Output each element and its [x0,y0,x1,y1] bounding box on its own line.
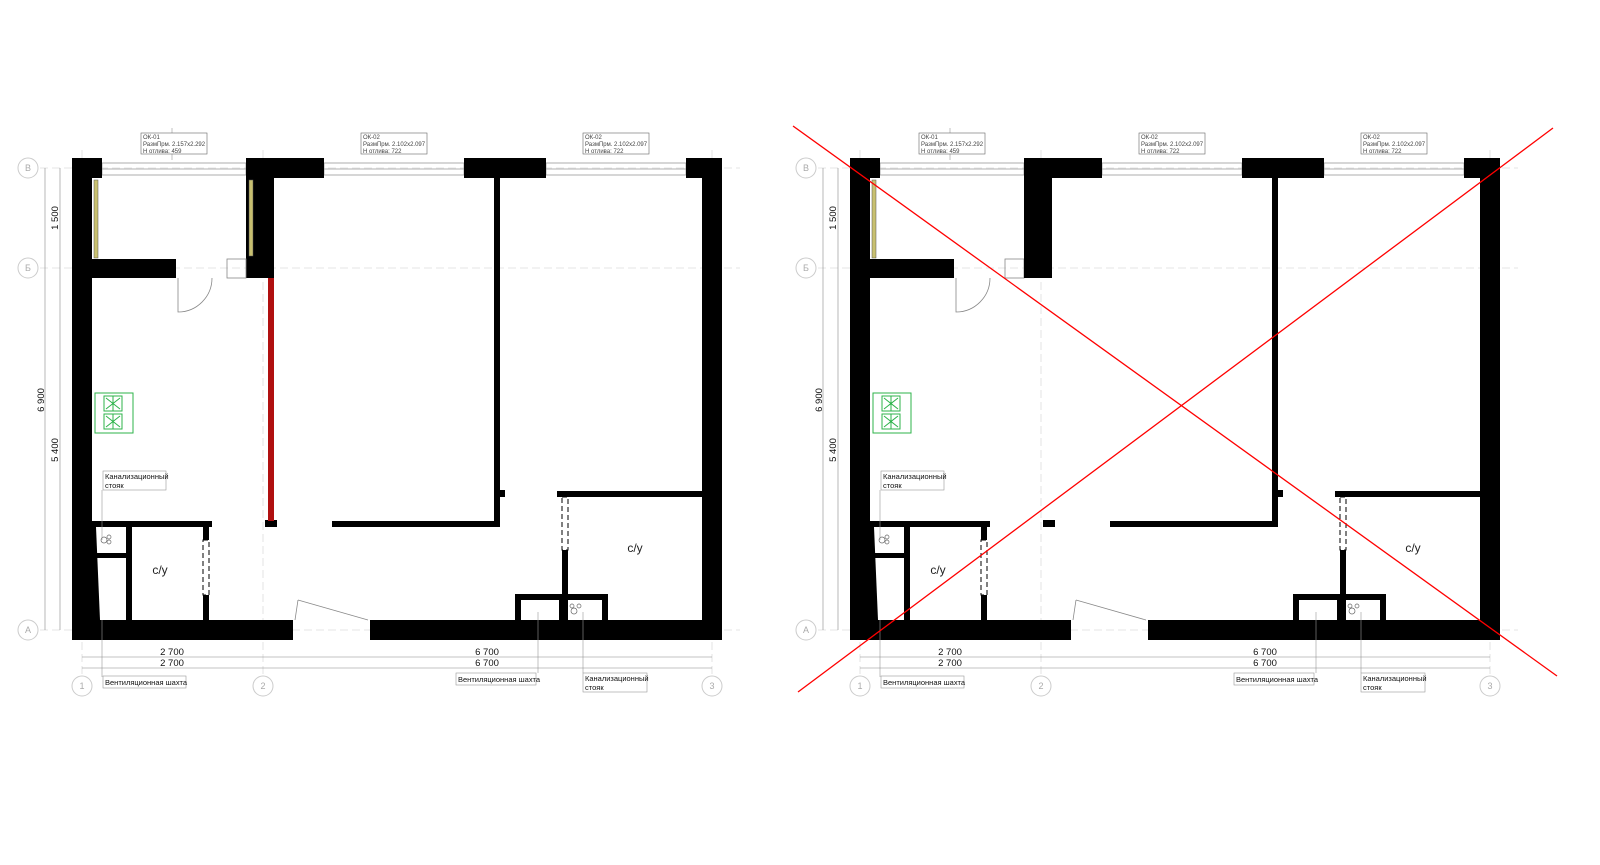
sewer-riser-label: стояк [883,481,902,490]
sewer-riser-label: стояк [1363,683,1382,692]
window-mark: ОК-01 [143,135,160,141]
sewer-riser-label: Канализационный [883,472,947,481]
grid-label-3: 3 [1487,681,1492,691]
window-sill: Н отлива: 459 [921,149,960,155]
grid-markers: В Б А 1 2 3 [17,157,723,697]
vent-shaft-label: Вентиляционная шахта [458,675,541,684]
window-tags: ОК-01 РазмПрм. 2.157x2.292 Н отлива: 459… [140,132,650,155]
bathroom-label: с/у [1405,541,1420,555]
grid-label-3: 3 [709,681,714,691]
window-mark: ОК-02 [1363,135,1380,141]
window-mark: ОК-02 [585,135,602,141]
dim-2700: 2 700 [938,647,962,658]
window-mark: ОК-01 [921,135,938,141]
sewer-riser-label: Канализационный [105,472,169,481]
bathroom-label: с/у [930,563,945,577]
grid-markers: В Б А 1 2 3 [795,157,1501,697]
dim-5400: 5 400 [828,438,839,462]
cross-out-mark [792,125,1558,693]
grid-label-b: Б [803,263,809,273]
new-partition-wall [268,278,274,521]
plan-existing: ОК-01 РазмПрм. 2.157x2.292 Н отлива: 459… [795,127,1519,697]
vent-shaft-label: Вентиляционная шахта [1236,675,1319,684]
window-size: РазмПрм. 2.102x2.097 [363,142,426,148]
window-size: РазмПрм. 2.157x2.292 [143,142,206,148]
sewer-riser-label: стояк [105,481,124,490]
window-sill: Н отлива: 722 [1363,149,1402,155]
cross-line [797,127,1554,693]
window-size: РазмПрм. 2.157x2.292 [921,142,984,148]
dimensions: 1 500 6 900 5 400 2 700 2 700 6 700 6 70… [814,206,1277,669]
sewer-riser-label: стояк [585,683,604,692]
dim-2700: 2 700 [160,658,184,669]
dim-6700: 6 700 [475,647,499,658]
vent-shaft-label: Вентиляционная шахта [105,678,188,687]
sewer-riser-label: Канализационный [585,674,649,683]
grid-label-1: 1 [79,681,84,691]
window-size: РазмПрм. 2.102x2.097 [1363,142,1426,148]
window-tag-ok01: ОК-01 РазмПрм. 2.157x2.292 Н отлива: 459 [140,132,208,155]
dim-6900: 6 900 [36,388,47,412]
dim-6700: 6 700 [475,658,499,669]
bathroom-label: с/у [152,563,167,577]
dimensions: 1 500 6 900 5 400 2 700 2 700 6 700 6 70… [36,206,499,669]
dim-5400: 5 400 [50,438,61,462]
dim-6900: 6 900 [814,388,825,412]
window-size: РазмПрм. 2.102x2.097 [1141,142,1204,148]
grid-label-a: А [25,625,31,635]
grid-label-v: В [25,163,31,173]
window-tag-ok02b: ОК-02 РазмПрм. 2.102x2.097 Н отлива: 722 [582,132,650,155]
window-mark: ОК-02 [1141,135,1158,141]
plan-proposed: ОК-01 РазмПрм. 2.157x2.292 Н отлива: 459… [17,127,741,697]
grid-label-a: А [803,625,809,635]
window-sill: Н отлива: 722 [1141,149,1180,155]
dim-2700: 2 700 [938,658,962,669]
grid-label-2: 2 [1038,681,1043,691]
dim-6700: 6 700 [1253,647,1277,658]
grid-label-b: Б [25,263,31,273]
sewer-riser-label: Канализационный [1363,674,1427,683]
vent-shaft-label: Вентиляционная шахта [883,678,966,687]
window-sill: Н отлива: 722 [363,149,402,155]
window-sill: Н отлива: 722 [585,149,624,155]
window-mark: ОК-02 [363,135,380,141]
dim-1500: 1 500 [828,206,839,230]
cross-line [792,125,1558,677]
grid-label-2: 2 [260,681,265,691]
grid-label-1: 1 [857,681,862,691]
window-tag-ok02a: ОК-02 РазмПрм. 2.102x2.097 Н отлива: 722 [360,132,428,155]
window-sill: Н отлива: 459 [143,149,182,155]
annotations: Канализационный стояк Вентиляционная шах… [102,470,649,693]
grid-label-v: В [803,163,809,173]
dim-6700: 6 700 [1253,658,1277,669]
dim-1500: 1 500 [50,206,61,230]
bathroom-label: с/у [627,541,642,555]
window-tags: ОК-01 РазмПрм. 2.157x2.292 Н отлива: 459… [918,132,1428,155]
annotations: Канализационный стояк Вентиляционная шах… [880,470,1427,693]
dim-2700: 2 700 [160,647,184,658]
window-size: РазмПрм. 2.102x2.097 [585,142,648,148]
